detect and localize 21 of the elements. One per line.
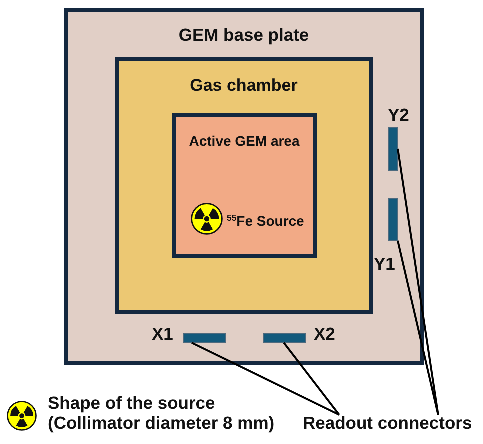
connector-pad	[388, 198, 398, 241]
active-area	[172, 113, 317, 258]
source-label: $^{55}$Fe Source	[227, 214, 304, 228]
legend-text: Shape of the source (Collimator diameter 8 mm)	[48, 393, 276, 433]
region-label: GEM base plate	[178, 27, 310, 44]
leader-line	[397, 240, 440, 416]
leader-line	[283, 342, 340, 416]
connector-label: Y1	[374, 256, 396, 274]
connector-label: X2	[314, 326, 336, 344]
gas-chamber	[115, 57, 373, 314]
callout-label: Readout connectors	[303, 415, 472, 432]
region-label: Gas chamber	[189, 77, 299, 94]
connector-label: Y2	[388, 107, 410, 124]
leader-line	[397, 148, 440, 416]
connector-pad	[263, 333, 306, 343]
connector-pad	[183, 333, 226, 343]
connector-label: X1	[152, 326, 174, 344]
base-plate	[64, 8, 424, 365]
region-label: Active GEM area	[188, 134, 301, 148]
leader-line	[192, 342, 340, 416]
connector-pad	[388, 127, 398, 171]
